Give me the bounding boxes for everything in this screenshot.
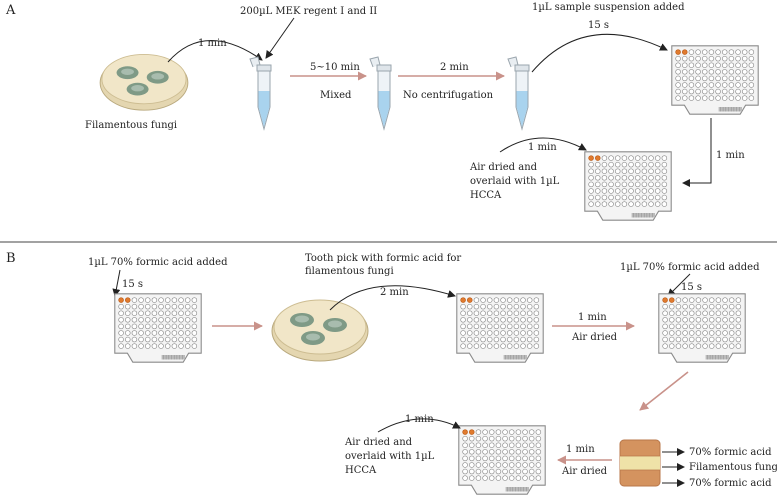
- time-2min-b: 2 min: [380, 287, 409, 298]
- plate-b2: [456, 293, 544, 363]
- time-1min-a3: 1 min: [716, 150, 745, 161]
- arrow-dish-to-tube: [167, 40, 263, 63]
- mixed-label: Mixed: [320, 90, 352, 101]
- arrow-overlay-b: [377, 418, 461, 433]
- time-1min-b1: 1 min: [578, 312, 607, 323]
- time-15s-b2: 15 s: [681, 282, 702, 293]
- overlay-a-line3: HCCA: [470, 190, 502, 201]
- arrow-tube-to-plate: [531, 33, 668, 73]
- layer-mid-label: Filamentous fungi: [689, 462, 777, 473]
- fungi-label: Filamentous fungi: [85, 120, 177, 131]
- arrow-toothpick: [329, 285, 456, 311]
- air-dried-b1: Air dried: [571, 332, 618, 343]
- time-1min-a1: 1 min: [198, 38, 227, 49]
- plate-b1: [114, 293, 202, 363]
- arrow-overlay-a: [499, 137, 587, 153]
- panel-a-letter: A: [5, 3, 16, 18]
- plate-b4: [458, 425, 546, 495]
- fungi-dish-a: [99, 53, 189, 111]
- overlay-a-line1: Air dried and: [469, 162, 538, 173]
- arrow-formic-1: [112, 269, 121, 297]
- overlay-b-line3: HCCA: [345, 465, 377, 476]
- arrow-plate-down: [682, 118, 712, 187]
- time-1min-a2: 1 min: [528, 142, 557, 153]
- plate-a1: [671, 45, 759, 115]
- no-centrifugation-label: No centrifugation: [403, 90, 494, 101]
- overlay-b-line2: overlaid with 1µL: [345, 451, 435, 462]
- fungi-dish-b: [271, 299, 369, 362]
- time-1min-b2: 1 min: [405, 414, 434, 425]
- overlay-b-line1: Air dried and: [344, 437, 413, 448]
- plate-b3: [658, 293, 746, 363]
- toothpick-line2: filamentous fungi: [305, 266, 394, 277]
- formic-added-1: 1µL 70% formic acid added: [88, 257, 228, 268]
- time-15s-b1: 15 s: [122, 279, 143, 290]
- arrow-b3: [639, 371, 689, 411]
- plate-a2: [584, 151, 672, 221]
- overlay-a-line2: overlaid with 1µL: [470, 176, 560, 187]
- sample-added-label: 1µL sample suspension added: [532, 2, 685, 13]
- toothpick-line1: Tooth pick with formic acid for: [305, 253, 461, 264]
- reagent-label: 200µL MEK regent I and II: [240, 6, 377, 17]
- air-dried-b2: Air dried: [561, 466, 608, 477]
- arrow-formic-2: [667, 273, 691, 297]
- time-2min-a: 2 min: [440, 62, 469, 73]
- arrow-reagent: [265, 17, 295, 59]
- layer-cylinder: [619, 439, 661, 487]
- tube-3: [507, 56, 530, 130]
- tube-2: [369, 56, 392, 130]
- time-1min-b3: 1 min: [566, 444, 595, 455]
- tube-1: [249, 56, 272, 130]
- formic-added-2: 1µL 70% formic acid added: [620, 262, 760, 273]
- panel-b-letter: B: [6, 251, 16, 266]
- layer-bottom-label: 70% formic acid: [689, 478, 772, 489]
- time-15s-a: 15 s: [588, 20, 609, 31]
- time-5-10min: 5~10 min: [310, 62, 360, 73]
- layer-top-label: 70% formic acid: [689, 447, 772, 458]
